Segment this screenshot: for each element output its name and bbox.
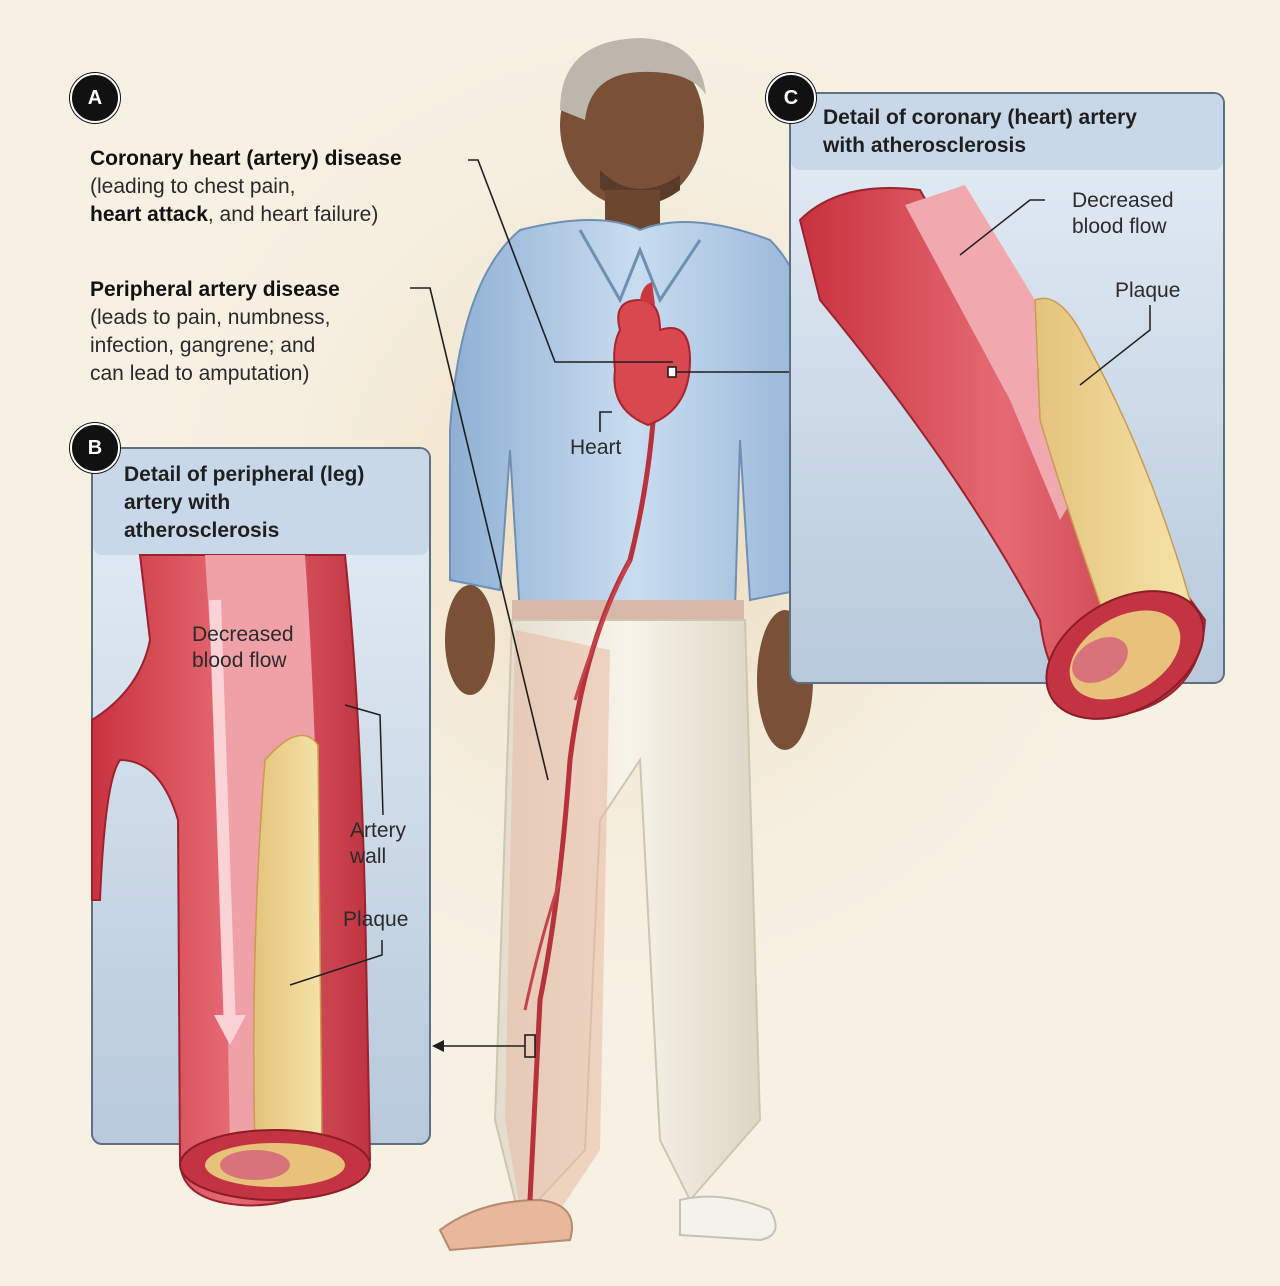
panel-b-title-line1: Detail of peripheral (leg) [124, 463, 365, 486]
panel-c-title: Detail of coronary (heart) artery with a… [823, 104, 1218, 160]
panel-b-plaque-label: Plaque [343, 908, 409, 931]
panel-b-wall-label: Artery wall [350, 818, 406, 870]
coronary-title: Coronary heart (artery) disease [90, 147, 402, 170]
panel-c-flow-line1: Decreased [1072, 189, 1174, 212]
coronary-line1: (leading to chest pain, [90, 175, 296, 198]
peripheral-line2: infection, gangrene; and [90, 334, 316, 357]
panel-c-plaque-label: Plaque [1115, 279, 1181, 302]
coronary-bold: heart attack [90, 203, 208, 226]
badge-b: B [70, 423, 120, 473]
panel-c [789, 92, 1225, 720]
panel-b-title-line3: atherosclerosis [124, 519, 280, 542]
panel-b-wall-line2: wall [350, 845, 387, 868]
panel-b-flow-line2: blood flow [192, 649, 287, 672]
badge-a: A [70, 73, 120, 123]
panel-c-flow-label: Decreased blood flow [1072, 188, 1174, 240]
peripheral-title: Peripheral artery disease [90, 278, 340, 301]
peripheral-line1: (leads to pain, numbness, [90, 306, 331, 329]
coronary-line2-rest: , and heart failure) [207, 203, 379, 226]
panel-c-title-line1: Detail of coronary (heart) artery [823, 106, 1137, 129]
coronary-disease-label: Coronary heart (artery) disease (leading… [90, 145, 490, 229]
peripheral-line3: can lead to amputation) [90, 362, 310, 385]
panel-b-wall-line1: Artery [350, 819, 407, 842]
leader-lines [410, 159, 860, 1058]
panel-c-flow-line2: blood flow [1072, 215, 1167, 238]
arrow-to-panel-b [432, 1040, 444, 1052]
badge-c: C [766, 73, 816, 123]
panel-b-flow-label: Decreased blood flow [192, 622, 294, 674]
peripheral-disease-label: Peripheral artery disease (leads to pain… [90, 276, 420, 388]
heart-label: Heart [570, 436, 622, 459]
panel-c-title-line2: with atherosclerosis [823, 134, 1027, 157]
panel-b [91, 447, 431, 1207]
panel-b-flow-line1: Decreased [192, 623, 294, 646]
panel-b-title-line2: artery with [124, 491, 231, 514]
panel-b-title: Detail of peripheral (leg) artery with a… [124, 461, 424, 545]
